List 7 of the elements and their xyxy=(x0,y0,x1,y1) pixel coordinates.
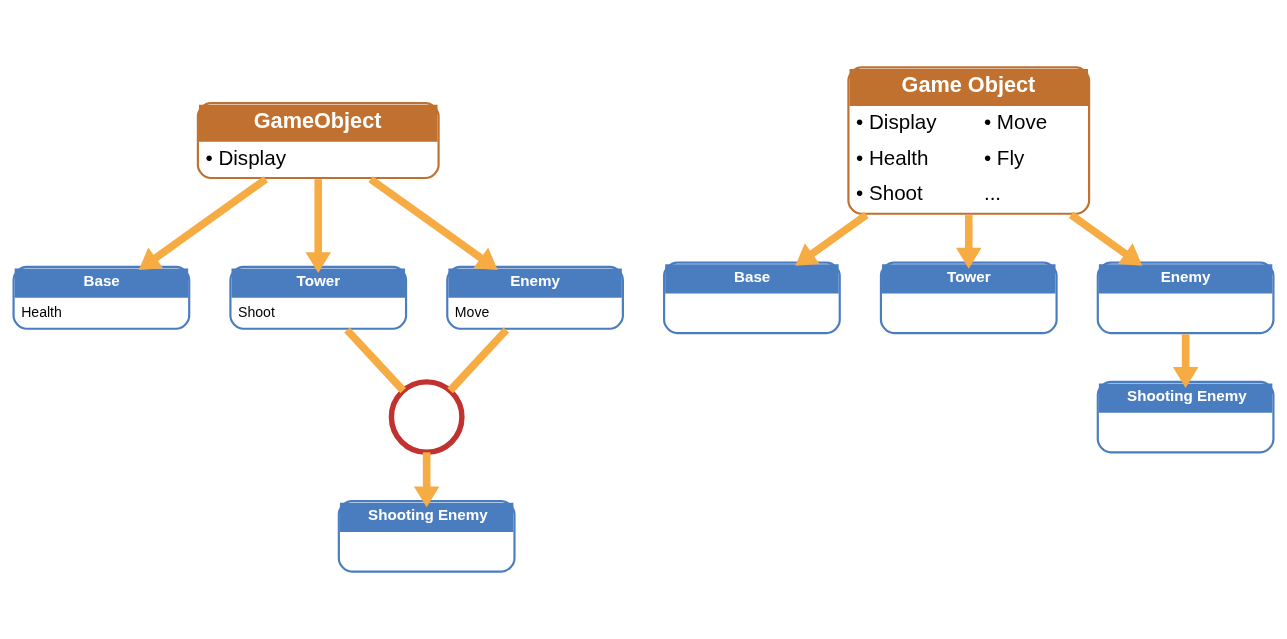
arrow xyxy=(138,176,268,271)
arrow xyxy=(368,176,498,271)
connector xyxy=(447,327,510,394)
node-circle xyxy=(388,379,465,456)
arrow xyxy=(1068,211,1143,266)
connector xyxy=(344,327,407,394)
arrow xyxy=(795,211,869,266)
